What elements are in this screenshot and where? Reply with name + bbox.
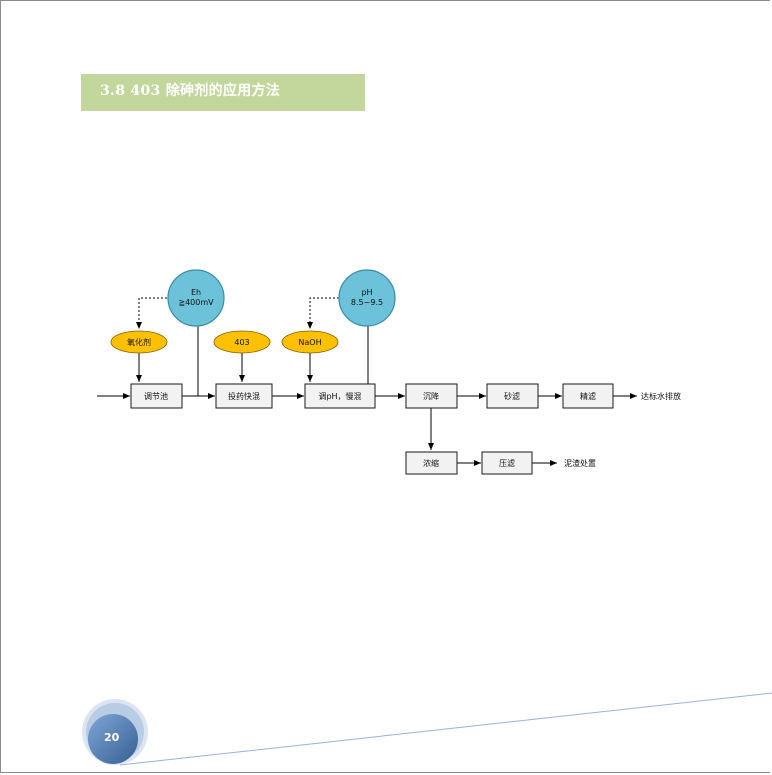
svg-text:浓缩: 浓缩 — [423, 458, 439, 468]
svg-text:氧化剂: 氧化剂 — [127, 337, 151, 347]
eh-indicator-value: ≧400mV — [178, 298, 214, 307]
step-settling: 沉降 — [405, 383, 458, 409]
reagent-oxidant: 氧化剂 — [110, 330, 168, 354]
footer-circle-inner — [88, 714, 138, 764]
step-press-filter: 压滤 — [481, 451, 533, 475]
eh-control-dashed-line — [138, 297, 167, 326]
page-number: 20 — [104, 731, 120, 744]
ph-indicator-label: pH — [361, 288, 372, 297]
step-regulating-tank: 调节池 — [130, 383, 183, 409]
step-ph-slow-mix: 调pH，慢混 — [304, 383, 376, 409]
ph-indicator-circle: pH 8.5~9.5 — [338, 269, 396, 327]
svg-text:403: 403 — [234, 338, 249, 347]
output-compliant-water: 达标水排放 — [641, 391, 681, 401]
step-fine-filter: 精滤 — [562, 383, 614, 409]
reagent-403: 403 — [213, 330, 271, 354]
section-heading-band — [81, 74, 365, 111]
eh-indicator-label: Eh — [191, 288, 201, 297]
svg-text:砂滤: 砂滤 — [504, 391, 520, 401]
ph-indicator-value: 8.5~9.5 — [351, 298, 383, 307]
section-heading: 3.8 403 除砷剂的应用方法 — [100, 83, 281, 99]
svg-text:沉降: 沉降 — [423, 391, 439, 401]
ph-control-dashed-line — [309, 297, 339, 326]
svg-text:压滤: 压滤 — [499, 458, 515, 468]
reagent-naoh: NaOH — [281, 330, 339, 354]
footer-diagonal-line — [119, 692, 772, 766]
eh-indicator-circle: Eh ≧400mV — [167, 269, 225, 327]
step-sand-filter: 砂滤 — [486, 383, 539, 409]
step-thickening: 浓缩 — [405, 451, 458, 475]
output-sludge-disposal: 泥渣处置 — [564, 458, 596, 468]
svg-text:调pH，慢混: 调pH，慢混 — [318, 391, 361, 401]
svg-text:调节池: 调节池 — [144, 391, 168, 401]
svg-text:投药快混: 投药快混 — [228, 391, 260, 401]
svg-text:NaOH: NaOH — [298, 338, 321, 347]
svg-text:精滤: 精滤 — [580, 391, 596, 401]
step-dosing-rapid-mix: 投药快混 — [215, 383, 273, 409]
